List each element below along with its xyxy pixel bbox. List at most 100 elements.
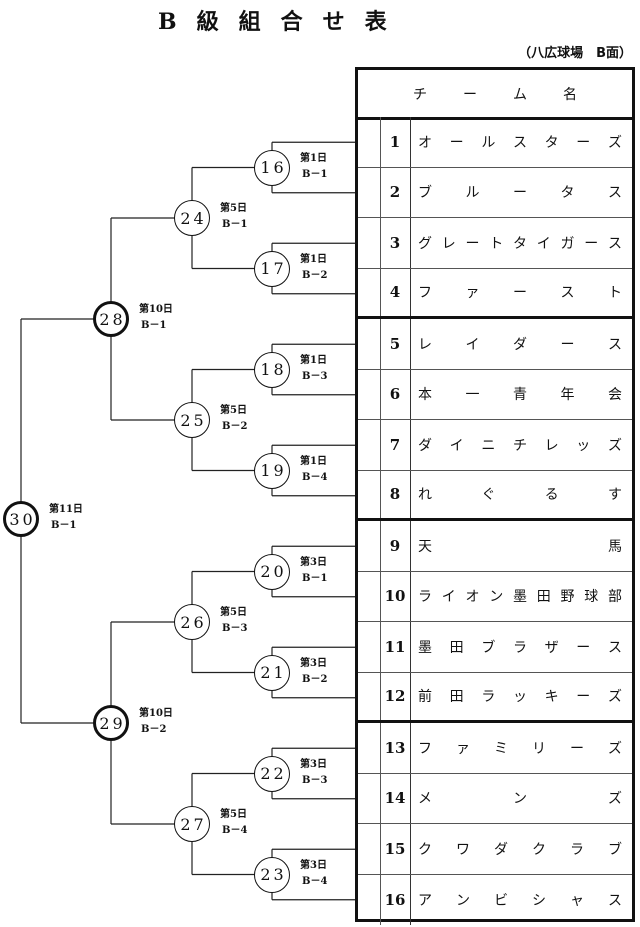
team-name-char: 青 xyxy=(513,387,527,404)
team-name-char: ブ xyxy=(608,841,622,858)
blank-cell xyxy=(358,571,381,621)
team-name-char: ス xyxy=(608,185,622,202)
match-slot: B－2 xyxy=(141,724,167,735)
team-name-char: ス xyxy=(608,892,622,909)
team-name-char: 部 xyxy=(608,589,622,606)
team-name-char: れ xyxy=(418,487,432,504)
blank-cell xyxy=(358,268,381,316)
match-slot: B－2 xyxy=(222,421,248,432)
match-node-22: 22 xyxy=(254,755,290,792)
team-name-char: ガ xyxy=(560,235,575,252)
match-day: 第5日 xyxy=(220,405,247,416)
match-day: 第1日 xyxy=(300,354,327,366)
team-name-char: 田 xyxy=(536,589,551,606)
team-name-char: ー xyxy=(584,235,599,252)
match-day: 第5日 xyxy=(220,607,247,618)
team-name: アンビシャス xyxy=(418,875,622,926)
team-name: メンズ xyxy=(418,774,622,824)
team-name-char: ワ xyxy=(456,841,470,858)
team-number: 6 xyxy=(380,369,411,419)
team-name-char: ル xyxy=(481,134,496,151)
match-node-24: 24 xyxy=(174,200,210,236)
team-name: オールスターズ xyxy=(418,117,622,167)
match-day: 第11日 xyxy=(49,504,83,515)
match-slot: B－4 xyxy=(302,471,328,483)
venue-label: （八広球場 B面） xyxy=(518,46,632,61)
match-node-18: 18 xyxy=(254,351,290,388)
team-name-char: ー xyxy=(576,639,591,656)
team-name-char: ミ xyxy=(494,740,508,757)
match-node-16: 16 xyxy=(254,149,290,186)
team-name-char: レ xyxy=(544,437,559,454)
team-name-char: ズ xyxy=(608,791,622,808)
match-node-17: 17 xyxy=(254,250,290,287)
title-char: 級 xyxy=(196,9,219,35)
team-name: 本一青年会 xyxy=(418,370,622,420)
team-name-char: グ xyxy=(418,235,432,252)
team-name-char: オ xyxy=(418,134,432,151)
team-name: クワダクラブ xyxy=(418,824,622,874)
team-name-char: キ xyxy=(544,689,559,706)
team-number: 9 xyxy=(380,521,411,571)
team-name-char: レ xyxy=(418,336,432,353)
team-name-char: ー xyxy=(465,235,480,252)
team-name: ファースト xyxy=(418,269,622,317)
team-name-char: ー xyxy=(513,185,527,202)
team-name-char: ズ xyxy=(607,134,622,151)
team-number: 11 xyxy=(380,622,411,672)
team-name-char: ズ xyxy=(608,740,622,757)
team-name-char: ダ xyxy=(418,437,432,454)
team-name-char: ス xyxy=(608,336,622,353)
match-slot: B－3 xyxy=(302,370,328,382)
team-number: 1 xyxy=(380,117,411,167)
team-name-char: ラ xyxy=(570,841,584,858)
team-name-char: ァ xyxy=(456,740,470,757)
blank-cell xyxy=(358,723,381,773)
team-name-char: ー xyxy=(513,285,527,302)
title-char: 合 xyxy=(280,9,303,35)
team-name: ライオン墨田野球部 xyxy=(418,572,622,622)
header-char: ー xyxy=(463,86,477,103)
team-number: 8 xyxy=(380,470,411,518)
match-slot: B－3 xyxy=(302,774,328,786)
blank-cell xyxy=(358,824,381,874)
team-name-char: ャ xyxy=(570,892,584,909)
team-name-char: 墨 xyxy=(513,589,527,606)
match-slot: B－1 xyxy=(141,320,167,331)
team-name-char: ア xyxy=(418,892,432,909)
header-char: ム xyxy=(513,86,527,103)
match-slot: B－2 xyxy=(302,673,328,685)
table-header: チーム名 xyxy=(358,70,632,120)
team-name-char: レ xyxy=(441,235,456,252)
team-number: 5 xyxy=(380,319,411,369)
team-name-char: ズ xyxy=(607,437,622,454)
match-day: 第3日 xyxy=(300,859,327,871)
title-char: せ xyxy=(322,9,345,35)
match-node-28: 28 xyxy=(93,301,129,337)
team-name-char: ニ xyxy=(481,437,496,454)
team-name-char: ビ xyxy=(494,892,508,909)
team-name: ブルータス xyxy=(418,168,622,218)
blank-cell xyxy=(358,319,381,369)
match-day: 第3日 xyxy=(300,657,327,669)
team-name: レイダース xyxy=(418,319,622,369)
team-name-char: ー xyxy=(449,134,464,151)
team-name-char: イ xyxy=(536,235,551,252)
blank-cell xyxy=(358,672,381,720)
match-day: 第3日 xyxy=(300,758,327,770)
